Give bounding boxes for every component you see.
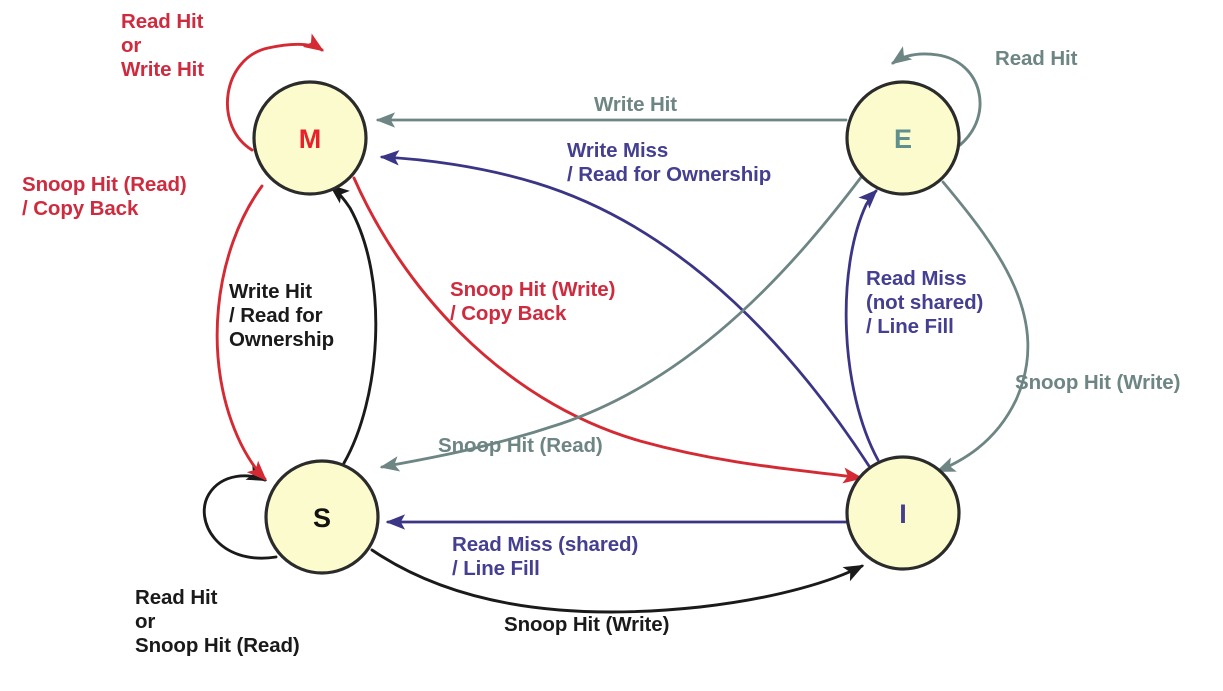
node-i[interactable]: I: [845, 455, 961, 571]
edge-i-to-e: [844, 189, 880, 462]
node-s-circle[interactable]: [264, 459, 380, 575]
node-e-label: E: [894, 124, 912, 154]
edge-e-to-i: [935, 180, 1030, 473]
edge-label-s-to-m: Write Hit / Read for Ownership: [229, 280, 335, 351]
node-e-circle[interactable]: [845, 80, 961, 196]
edge-s-to-m: [329, 184, 378, 465]
edge-label-s-self-loop: Read Hit or Snoop Hit (Read): [135, 586, 300, 657]
edge-m-self-loop: [226, 33, 325, 152]
edge-e-to-s: [379, 174, 864, 472]
node-e[interactable]: E: [845, 80, 961, 196]
edge-label-m-to-i: Snoop Hit (Write) / Copy Back: [450, 278, 616, 325]
node-i-label: I: [899, 499, 907, 529]
edge-label-s-to-i: Snoop Hit (Write): [504, 613, 670, 636]
edge-e-self-loop: [891, 46, 982, 147]
edge-label-e-self-loop: Read Hit: [995, 47, 1078, 70]
edge-label-m-self-loop: Read Hit or Write Hit: [121, 10, 205, 81]
node-s[interactable]: S: [264, 459, 380, 575]
edge-label-e-to-m: Write Hit: [594, 93, 678, 116]
edge-label-m-to-s: Snoop Hit (Read) / Copy Back: [22, 173, 187, 220]
edge-label-i-to-e: Read Miss (not shared) / Line Fill: [866, 267, 984, 338]
node-i-circle[interactable]: [845, 455, 961, 571]
edge-label-e-to-s: Snoop Hit (Read): [438, 434, 603, 457]
edge-m-to-i: [352, 176, 864, 484]
node-m-circle[interactable]: [252, 80, 368, 196]
node-s-label: S: [313, 503, 331, 533]
edge-i-to-m: [379, 150, 871, 468]
edge-label-i-to-m: Write Miss / Read for Ownership: [567, 139, 772, 186]
edge-s-to-i: [370, 548, 865, 614]
edge-label-i-to-s: Read Miss (shared) / Line Fill: [452, 533, 639, 580]
node-m[interactable]: M: [252, 80, 368, 196]
node-m-label: M: [299, 124, 322, 154]
edge-label-e-to-i: Snoop Hit (Write): [1015, 371, 1181, 394]
edge-s-self-loop: [202, 465, 278, 560]
edge-m-to-s: [215, 184, 267, 481]
